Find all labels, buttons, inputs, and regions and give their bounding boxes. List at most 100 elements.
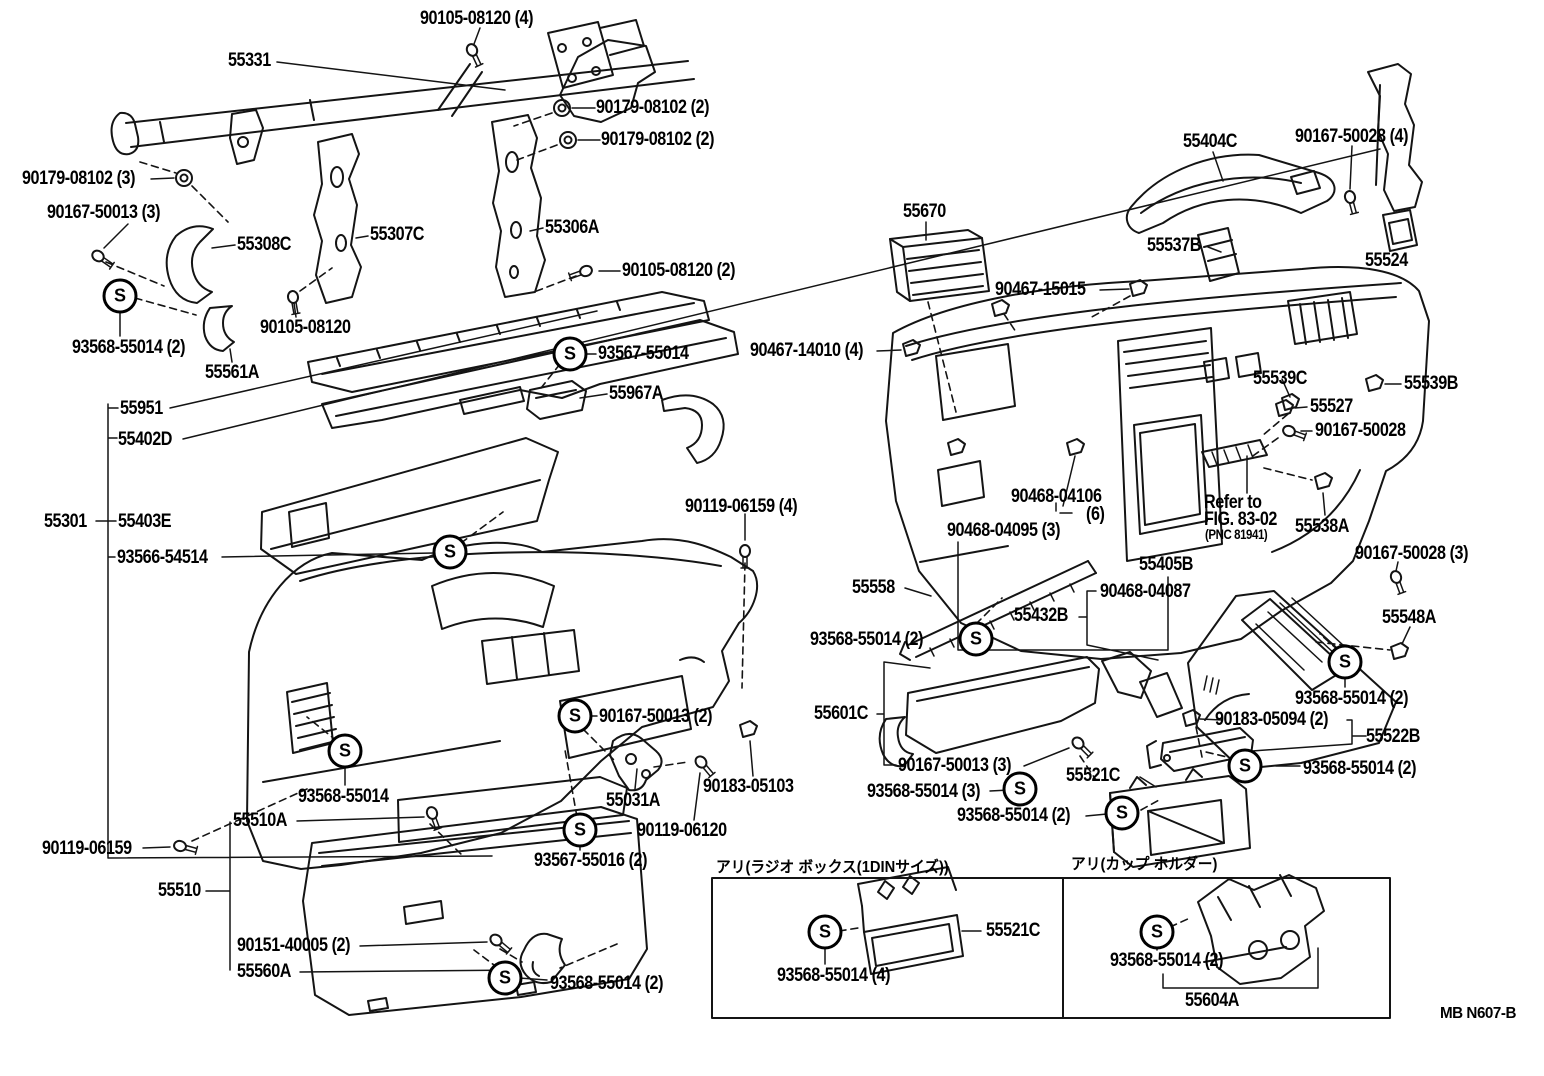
part-number-label: 90468-04106	[1011, 486, 1102, 507]
part-number-label: 55538A	[1295, 516, 1350, 537]
part-number-label: 93568-55014 (4)	[777, 965, 891, 986]
part-number-label: 55539B	[1404, 373, 1459, 394]
part-nozzle-end-hook	[661, 394, 725, 464]
part-number-label: 93568-55014 (2)	[72, 337, 186, 358]
part-number-label: 93568-55014 (2)	[1303, 758, 1417, 779]
s-fastener-symbol: S	[102, 278, 138, 314]
part-number-label: 90167-50013 (3)	[898, 755, 1012, 776]
part-55432B-lower-finish-panel	[1187, 590, 1397, 770]
part-number-label: 55405B	[1139, 554, 1194, 575]
part-number-label: 90468-04095 (3)	[947, 520, 1061, 541]
part-number-label: 55331	[228, 50, 271, 71]
part-number-label: 55601C	[814, 703, 869, 724]
part-radio-box-bracket	[857, 866, 964, 975]
part-number-label: 55967A	[609, 383, 664, 404]
part-55601C-door-sub-assembly	[878, 651, 1183, 768]
s-fastener-symbol: S	[487, 960, 523, 996]
bolt-icons	[91, 43, 1407, 955]
part-55951-defroster-nozzle	[307, 291, 739, 429]
part-55404C-garnish	[1125, 153, 1336, 234]
part-number-label: 55548A	[1382, 607, 1437, 628]
s-fastener-symbol: S	[1002, 771, 1038, 807]
part-number-label: 93568-55014 (2)	[810, 629, 924, 650]
s-fastener-symbol: S	[1104, 795, 1140, 831]
part-number-label: 90105-08120	[260, 317, 351, 338]
inset-option-boxes	[711, 877, 1391, 1019]
part-number-label: 93567-55016 (2)	[534, 850, 648, 871]
part-55560A-lock	[519, 932, 566, 985]
part-number-label: 90119-06120	[637, 820, 727, 841]
part-number-label: 90467-15015	[995, 279, 1086, 300]
part-number-label: 55031A	[606, 790, 661, 811]
reference-note: (PNC 81941)	[1205, 527, 1268, 542]
part-hatched-strip	[1201, 439, 1268, 468]
part-number-label: 55527	[1310, 396, 1353, 417]
part-number-label: 55521C	[986, 920, 1041, 941]
part-55967A-clip	[526, 380, 587, 420]
s-fastener-symbol: S	[1227, 748, 1263, 784]
s-fastener-symbol: S	[562, 812, 598, 848]
part-number-label: 93566-54514	[117, 547, 208, 568]
part-number-label: 55560A	[237, 961, 292, 982]
part-number-label: 55670	[903, 201, 946, 222]
part-number-label: 55522B	[1366, 726, 1421, 747]
part-number-label: 55510A	[233, 810, 288, 831]
part-55405B-center-finish-panel	[1117, 327, 1223, 562]
nut-icons	[175, 99, 577, 187]
inset-box-title: アリ(カップ ホルダー)	[1071, 856, 1218, 873]
part-number-label: 55301	[44, 511, 87, 532]
part-cup-holder-bracket	[1197, 874, 1325, 985]
part-55524-plate	[1382, 209, 1418, 252]
part-55402D-duct	[1367, 63, 1423, 212]
part-number-label: 55308C	[237, 234, 292, 255]
part-55031A-lock-striker	[609, 733, 663, 792]
part-number-label: 55432B	[1014, 605, 1069, 626]
part-dash-panel-rear-view	[885, 266, 1430, 660]
part-number-label: 90167-50013 (2)	[599, 706, 713, 727]
part-55307C-brace	[313, 133, 362, 304]
part-55537B-vent	[1197, 227, 1240, 282]
part-number-label: 55561A	[205, 362, 260, 383]
part-number-label: 93568-55014	[298, 786, 389, 807]
s-fastener-symbol: S	[552, 336, 588, 372]
part-number-label: 55403E	[118, 511, 172, 532]
part-55510-glove-box-door	[302, 776, 648, 1016]
part-number-label: 90179-08102 (2)	[601, 129, 715, 150]
figure-code: MB N607-B	[1440, 1005, 1516, 1022]
part-number-label: 55604A	[1185, 990, 1240, 1011]
s-fastener-symbol: S	[1327, 644, 1363, 680]
reference-note: FIG. 83-02	[1204, 509, 1277, 530]
clip-icons	[739, 279, 1409, 738]
part-55308C-bracket	[165, 225, 214, 304]
part-number-label: 90167-50028 (4)	[1295, 126, 1409, 147]
s-fastener-symbol: S	[958, 621, 994, 657]
inset-box-title: アリ(ラジオ ボックス(1DINサイズ))	[716, 859, 949, 876]
part-number-label: 90167-50028	[1315, 420, 1406, 441]
reference-note: Refer to	[1204, 492, 1262, 513]
part-number-label: 90119-06159	[42, 838, 132, 859]
part-55306A-brace	[491, 114, 546, 298]
part-number-label: 55510	[158, 880, 201, 901]
part-number-label: 55404C	[1183, 131, 1238, 152]
part-number-label: 55537B	[1147, 235, 1202, 256]
part-number-label: 90179-08102 (3)	[22, 168, 136, 189]
part-number-label: 90119-06159 (4)	[685, 496, 798, 517]
part-number-label: 90167-50028 (3)	[1355, 543, 1469, 564]
s-fastener-symbol: S	[1139, 914, 1175, 950]
s-fastener-symbol: S	[807, 914, 843, 950]
part-number-label: 93568-55014 (2)	[1295, 688, 1409, 709]
part-number-label: 55521C	[1066, 765, 1121, 786]
part-55558-rail	[899, 560, 1097, 661]
part-number-label: 93568-55014 (2)	[1110, 950, 1224, 971]
part-number-label: 90151-40005 (2)	[237, 935, 351, 956]
part-55331-reinforcement-bar	[110, 19, 695, 165]
part-number-label: 90467-14010 (4)	[750, 340, 864, 361]
part-number-label: 93568-55014 (2)	[957, 805, 1071, 826]
s-fastener-symbol: S	[432, 534, 468, 570]
s-fastener-symbol: S	[327, 733, 363, 769]
part-number-label: 90183-05103	[703, 776, 794, 797]
part-55561A-bracket	[202, 305, 235, 352]
part-number-label: 55951	[120, 398, 163, 419]
